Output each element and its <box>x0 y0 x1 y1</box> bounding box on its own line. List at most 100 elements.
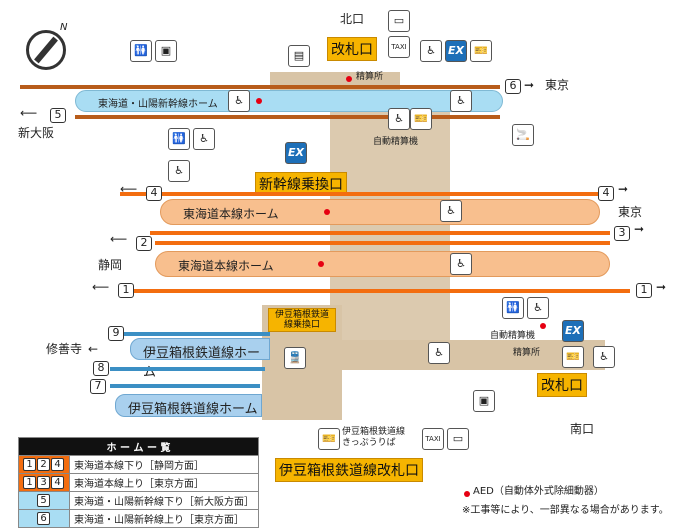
legend-track-badge: 5 <box>37 494 50 507</box>
restroom-icon: 🚻 <box>130 40 152 62</box>
legend-track-badge: 4 <box>51 458 64 471</box>
arrow-right-icon: ➞ <box>524 78 535 92</box>
legend-direction: 東海道本線上り［東京方面］ <box>69 473 259 492</box>
shinkansen-platform: 東海道・山陽新幹線ホーム <box>75 90 503 112</box>
compass-icon <box>26 30 66 70</box>
bus-icon: ▭ <box>388 10 410 32</box>
track-1-line <box>120 289 630 293</box>
izu-transfer-label: 伊豆箱根鉄道線乗換口 <box>268 308 336 332</box>
arrow-left-icon: ⟵ <box>92 280 110 294</box>
dest-tokyo-mid: 東京 <box>618 205 643 219</box>
auto-fare-label-s: 自動精算機 <box>490 331 536 341</box>
aed-marker <box>346 76 352 82</box>
arrow-left-icon: ⟵ <box>110 232 128 246</box>
legend-track-badge: 4 <box>51 476 64 489</box>
dest-shizuoka: 静岡 <box>98 258 123 272</box>
legend-row: 6 東海道・山陽新幹線上り［東京方面］ <box>18 509 259 528</box>
taxi-icon: TAXI <box>422 428 444 450</box>
fare-office-label: 精算所 <box>356 72 384 82</box>
wheelchair-icon: ♿ <box>168 160 190 182</box>
track-6-line <box>20 85 500 89</box>
elevator-icon: ♿ <box>428 342 450 364</box>
track-5-line <box>75 115 500 119</box>
track-4-badge-right: 4 <box>598 186 614 201</box>
wheelchair-icon: ♿ <box>388 108 410 130</box>
legend-track-numbers: 6 <box>18 509 70 528</box>
track-6-badge: 6 <box>505 79 521 94</box>
tokaido-platform-2: 東海道本線ホーム <box>155 251 610 277</box>
shop-icon: ▤ <box>288 45 310 67</box>
ticket-machine-icon: 🎫 <box>470 40 492 62</box>
track-9-badge: 9 <box>108 326 124 341</box>
arrow-right-icon: ➞ <box>634 222 645 236</box>
ex-icon: EX <box>562 320 584 342</box>
track-3-badge: 3 <box>614 226 630 241</box>
legend-track-badge: 6 <box>37 512 50 525</box>
auto-fare-label-n: 自動精算機 <box>373 137 419 147</box>
tokaido-platform-1: 東海道本線ホーム <box>160 199 600 225</box>
track-4-badge-left: 4 <box>146 186 162 201</box>
legend-title: ホ ー ム ー 覧 <box>18 437 259 456</box>
arrow-left-icon: ⟵ <box>20 106 38 120</box>
wheelchair-icon: ♿ <box>228 90 250 112</box>
accessible-restroom-icon: ♿ <box>527 297 549 319</box>
compass-north: N <box>60 22 68 33</box>
locker-icon: ▣ <box>473 390 495 412</box>
track-5-badge: 5 <box>50 108 66 123</box>
wheelchair-icon: ♿ <box>593 346 615 368</box>
ticket-machine-icon: 🎫 <box>410 108 432 130</box>
legend-track-badge: 1 <box>23 476 36 489</box>
tokaido-platform-1-label: 東海道本線ホーム <box>183 207 279 221</box>
wheelchair-icon: ♿ <box>420 40 442 62</box>
aed-marker <box>540 323 546 329</box>
aed-legend-dot <box>464 491 470 497</box>
izu-platform-2: 伊豆箱根鉄道線ホーム <box>115 394 262 417</box>
legend-track-numbers: 5 <box>18 491 70 510</box>
legend-direction: 東海道・山陽新幹線上り［東京方面］ <box>69 509 259 528</box>
track-1-badge-left: 1 <box>118 283 134 298</box>
izu-platform-1-label: 伊豆箱根鉄道線ホーム <box>143 346 261 380</box>
south-exit-label: 南口 <box>570 422 595 436</box>
arrow-right-icon: ➞ <box>618 182 629 196</box>
izu-ticket-gate-label: 伊豆箱根鉄道線改札口 <box>275 458 423 482</box>
north-exit-label: 北口 <box>340 12 365 26</box>
wheelchair-icon: ♿ <box>450 90 472 112</box>
construction-note: ※工事等により、一部異なる場合があります。 <box>462 505 669 516</box>
legend-track-badge: 2 <box>37 458 50 471</box>
ticket-machine-icon: 🎫 <box>318 428 340 450</box>
aed-marker <box>324 209 330 215</box>
track-9-line <box>110 332 270 336</box>
legend-track-badge: 3 <box>37 476 50 489</box>
legend-row: 5 東海道・山陽新幹線下り［新大阪方面］ <box>18 491 259 510</box>
restroom-icon: 🚻 <box>502 297 524 319</box>
arrow-left-icon: ⟵ <box>120 182 138 196</box>
arrow-left-icon: ← <box>88 342 99 356</box>
elevator-icon: ♿ <box>440 200 462 222</box>
track-2-badge: 2 <box>136 236 152 251</box>
izu-platform-1: 伊豆箱根鉄道線ホーム <box>130 338 270 380</box>
locker-icon: ▣ <box>155 40 177 62</box>
aed-marker <box>318 261 324 267</box>
track-7-badge: 7 <box>90 379 106 394</box>
legend-direction: 東海道本線下り［静岡方面］ <box>69 455 259 474</box>
arrow-right-icon: ➞ <box>656 280 667 294</box>
legend-direction: 東海道・山陽新幹線下り［新大阪方面］ <box>69 491 259 510</box>
dest-shin-osaka: 新大阪 <box>18 126 55 140</box>
track-4-line <box>120 192 600 196</box>
track-8-badge: 8 <box>93 361 109 376</box>
track-3-line <box>150 231 610 235</box>
taxi-icon: TAXI <box>388 36 410 58</box>
aed-note: AED（自動体外式除細動器） <box>473 486 604 497</box>
tokaido-platform-2-label: 東海道本線ホーム <box>178 259 274 273</box>
ex-icon: EX <box>445 40 467 62</box>
fare-office-label-s: 精算所 <box>513 348 541 358</box>
restroom-icon: 🚻 <box>168 128 190 150</box>
shinkansen-platform-label: 東海道・山陽新幹線ホーム <box>98 99 218 110</box>
south-ticket-gate-label: 改札口 <box>537 373 587 397</box>
ex-icon: EX <box>285 142 307 164</box>
smoking-area-icon: 🚬 <box>512 124 534 146</box>
